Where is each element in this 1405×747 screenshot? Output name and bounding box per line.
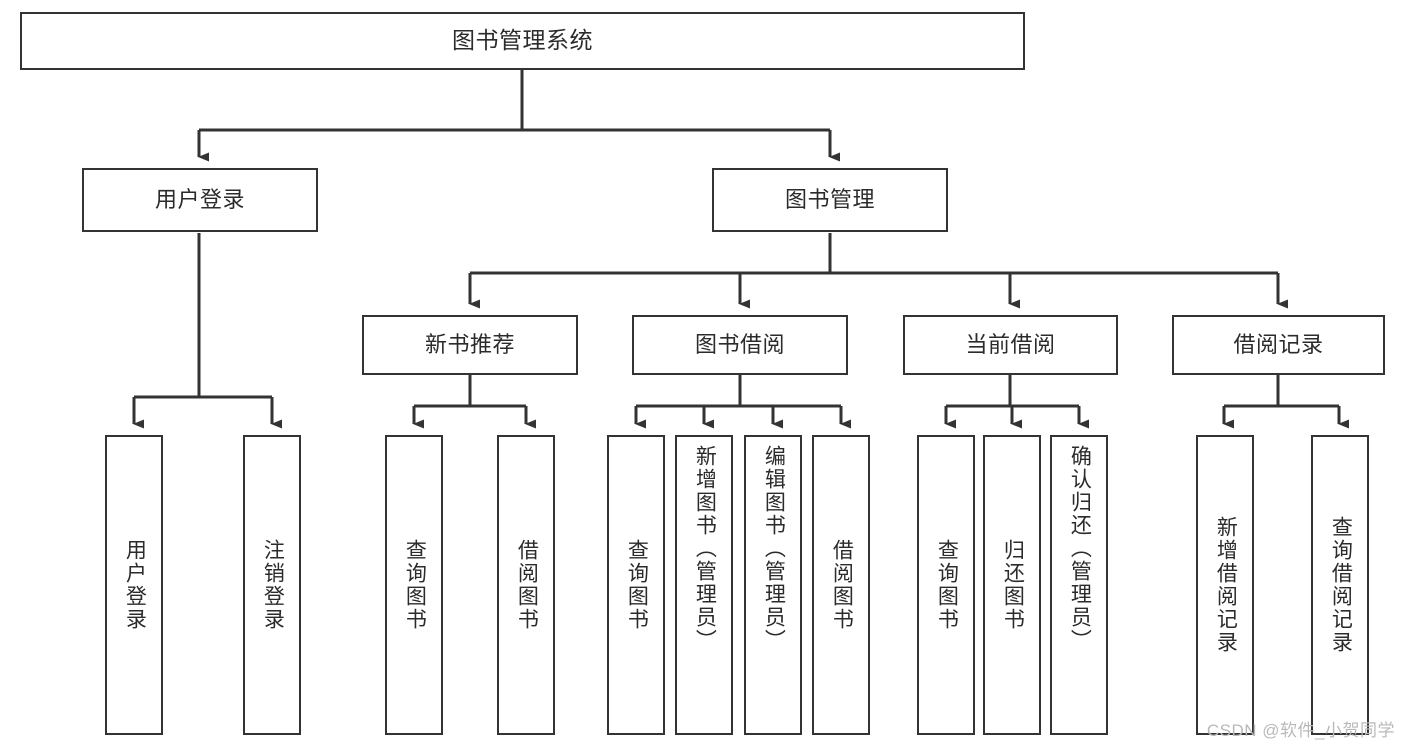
node-leaf-borrow-edit-book[interactable]: 编辑图书（管理员） [744, 435, 802, 735]
node-root-system[interactable]: 图书管理系统 [20, 12, 1025, 70]
node-user-login-label: 用户登录 [154, 186, 245, 212]
node-borrow-record[interactable]: 借阅记录 [1172, 315, 1385, 375]
node-book-borrow[interactable]: 图书借阅 [632, 315, 848, 375]
node-root-system-label: 图书管理系统 [452, 27, 593, 54]
node-leaf-rec-borrow-book[interactable]: 借阅图书 [497, 435, 555, 735]
node-book-manage-label: 图书管理 [784, 186, 875, 212]
node-leaf-cur-return-book[interactable]: 归还图书 [983, 435, 1041, 735]
node-leaf-user-login-label: 用户登录 [123, 539, 147, 631]
node-borrow-record-label: 借阅记录 [1233, 331, 1324, 357]
watermark-text: CSDN @软件_小贺同学 [1206, 721, 1395, 740]
node-leaf-cur-query-book-label: 查询图书 [935, 539, 959, 631]
node-current-borrow-label: 当前借阅 [965, 331, 1056, 357]
node-leaf-borrow-borrow-book-label: 借阅图书 [830, 539, 854, 631]
node-leaf-cur-query-book[interactable]: 查询图书 [917, 435, 975, 735]
node-new-book-recommendation[interactable]: 新书推荐 [362, 315, 578, 375]
node-leaf-rec-borrow-book-label: 借阅图书 [515, 539, 539, 631]
node-leaf-rec-query-book-label: 查询图书 [403, 539, 427, 631]
node-leaf-borrow-add-book-label: 新增图书（管理员） [693, 445, 717, 652]
node-user-login[interactable]: 用户登录 [82, 168, 318, 232]
node-leaf-cur-confirm-return[interactable]: 确认归还（管理员） [1050, 435, 1108, 735]
node-book-manage[interactable]: 图书管理 [712, 168, 948, 232]
node-leaf-rec-add-record[interactable]: 新增借阅记录 [1196, 435, 1254, 735]
node-leaf-cur-confirm-return-label: 确认归还（管理员） [1068, 445, 1092, 652]
node-leaf-borrow-query-book[interactable]: 查询图书 [607, 435, 665, 735]
node-leaf-rec-query-record-label: 查询借阅记录 [1329, 516, 1353, 654]
node-leaf-logout-label: 注销登录 [261, 539, 285, 631]
node-leaf-rec-query-record[interactable]: 查询借阅记录 [1311, 435, 1369, 735]
node-leaf-rec-add-record-label: 新增借阅记录 [1214, 516, 1238, 654]
node-leaf-rec-query-book[interactable]: 查询图书 [385, 435, 443, 735]
node-leaf-borrow-edit-book-label: 编辑图书（管理员） [762, 445, 786, 652]
node-leaf-user-login[interactable]: 用户登录 [105, 435, 163, 735]
node-leaf-borrow-add-book[interactable]: 新增图书（管理员） [675, 435, 733, 735]
node-current-borrow[interactable]: 当前借阅 [903, 315, 1118, 375]
node-leaf-borrow-borrow-book[interactable]: 借阅图书 [812, 435, 870, 735]
node-leaf-logout[interactable]: 注销登录 [243, 435, 301, 735]
node-book-borrow-label: 图书借阅 [694, 331, 785, 357]
node-leaf-borrow-query-book-label: 查询图书 [625, 539, 649, 631]
node-leaf-cur-return-book-label: 归还图书 [1001, 539, 1025, 631]
node-new-book-recommendation-label: 新书推荐 [424, 331, 515, 357]
